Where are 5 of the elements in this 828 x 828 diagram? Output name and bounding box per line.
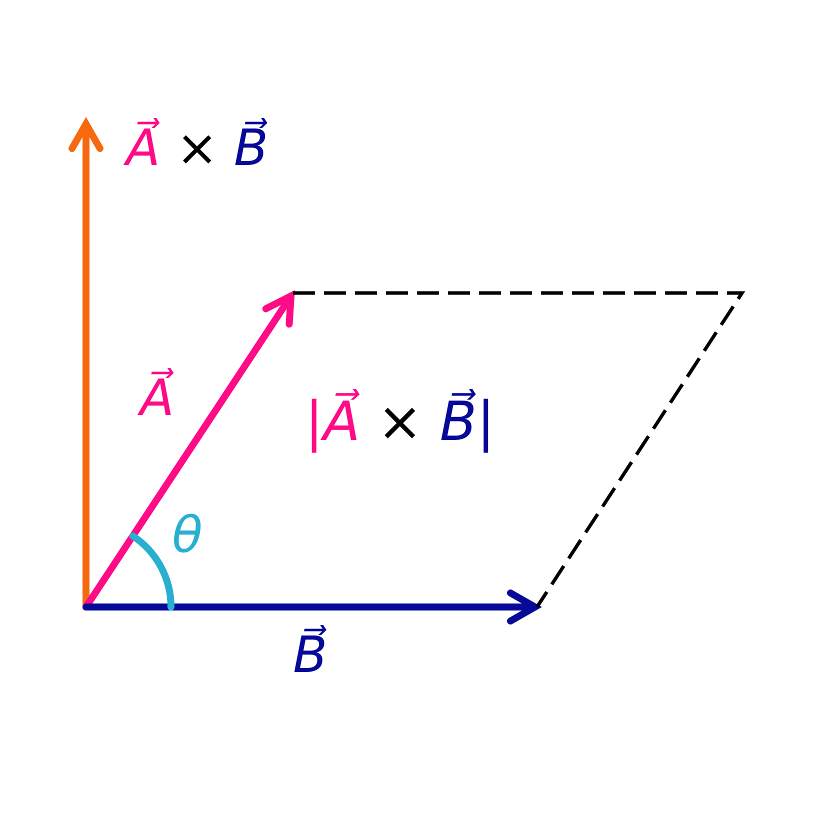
math-label: B⃗: [293, 625, 328, 685]
math-label: θ: [172, 505, 203, 565]
math-label: A⃗ × B⃗: [126, 118, 268, 178]
math-label: |A⃗ × B⃗|: [305, 390, 495, 455]
math-label: A⃗: [140, 368, 174, 428]
